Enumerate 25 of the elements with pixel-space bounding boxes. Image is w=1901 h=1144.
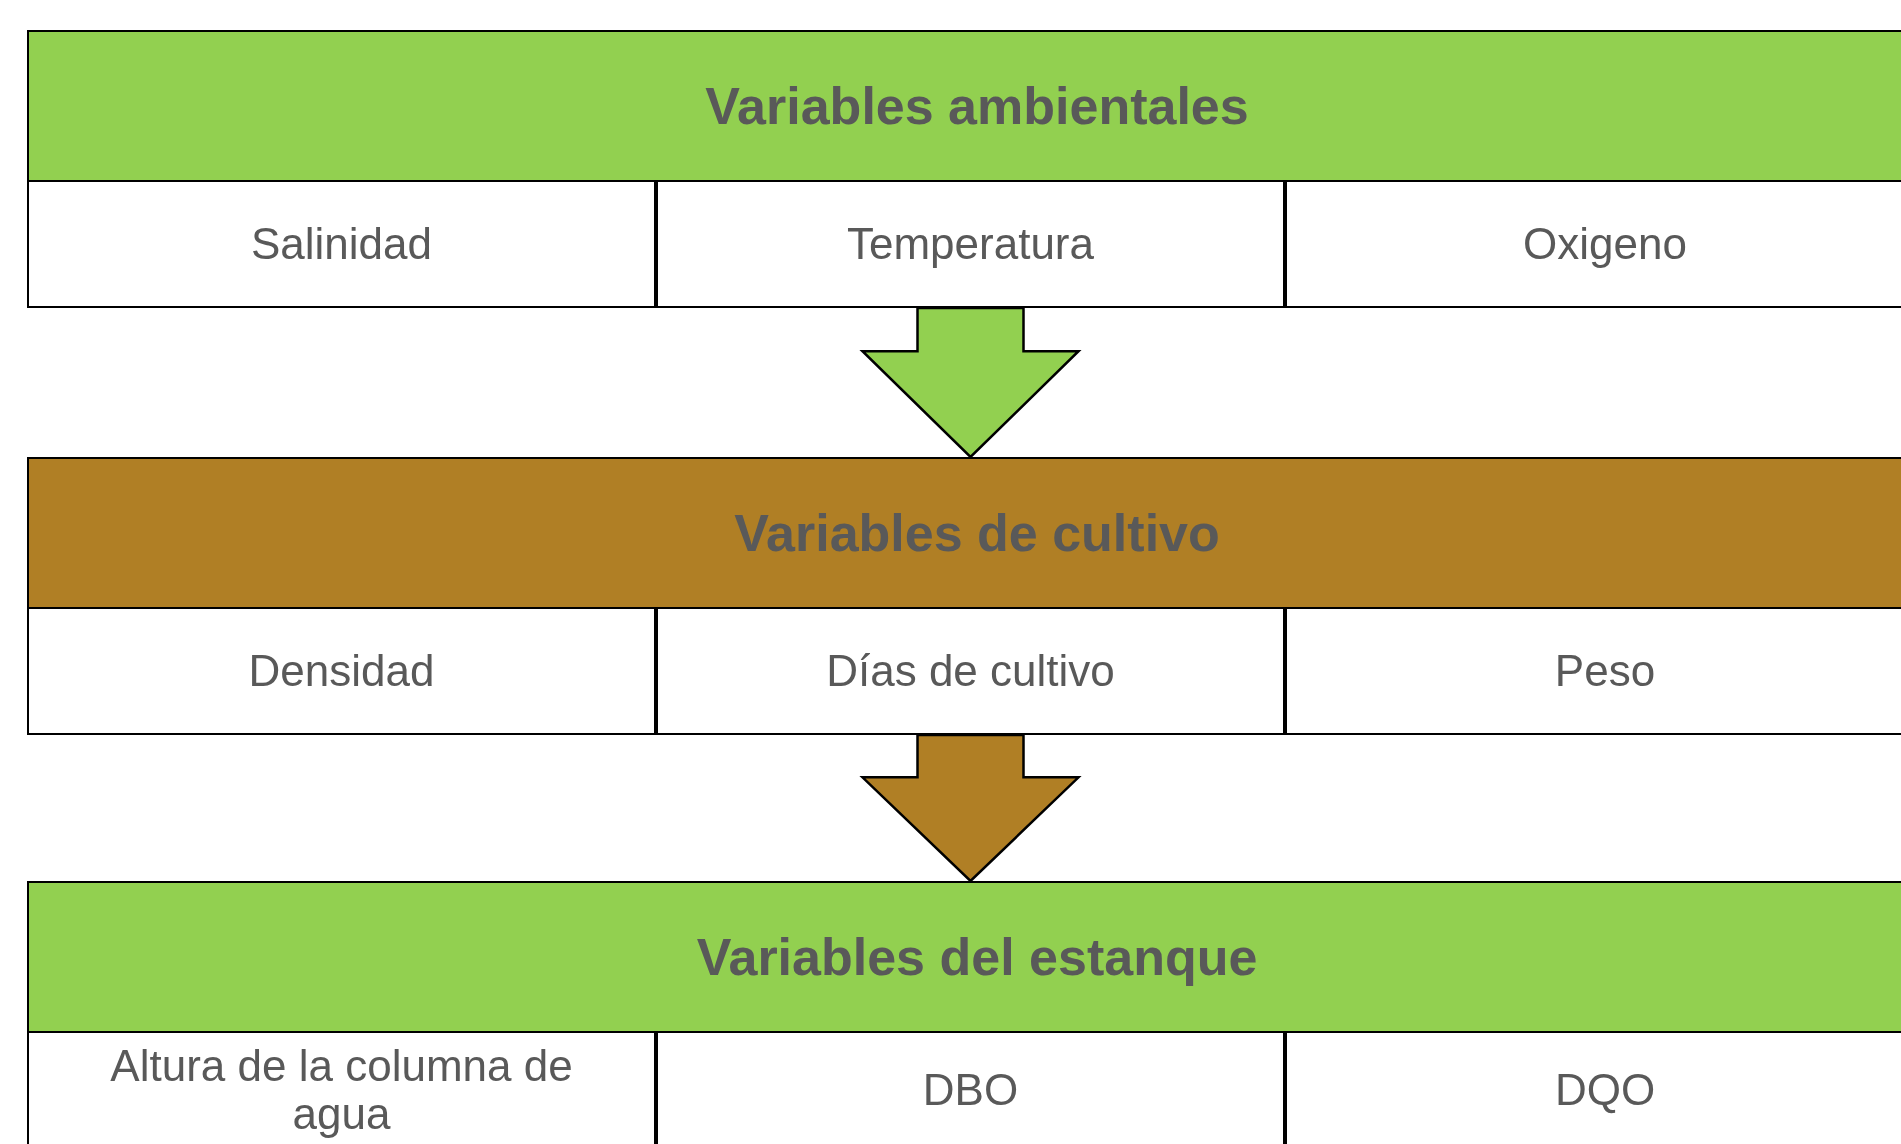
cell-text: Temperatura [846, 219, 1095, 269]
table-cell [27, 1031, 656, 1144]
table-cell [656, 1031, 1285, 1144]
table-cell [27, 180, 656, 308]
table-cell [1285, 180, 1901, 308]
cell-text: Días de cultivo [825, 646, 1116, 696]
band-title: Variables ambientales [705, 76, 1249, 136]
table-cell [656, 180, 1285, 308]
header-band [27, 30, 1901, 182]
cell-text: Oxigeno [1522, 219, 1688, 269]
header-band [27, 457, 1901, 609]
block-arrow [859, 306, 1082, 459]
cell-text: Altura de la columna de agua [109, 1041, 574, 1139]
cell-text: DQO [1553, 1065, 1657, 1115]
band-title: Variables del estanque [696, 927, 1258, 987]
cell-text: DBO [921, 1065, 1020, 1115]
header-band [27, 881, 1901, 1033]
cell-text: Salinidad [250, 219, 433, 269]
cell-text: Densidad [247, 646, 436, 696]
table-cell [27, 607, 656, 735]
table-cell [1285, 607, 1901, 735]
table-cell [656, 607, 1285, 735]
band-title: Variables de cultivo [734, 503, 1220, 563]
cell-text: Peso [1553, 646, 1657, 696]
block-arrow [859, 733, 1082, 883]
